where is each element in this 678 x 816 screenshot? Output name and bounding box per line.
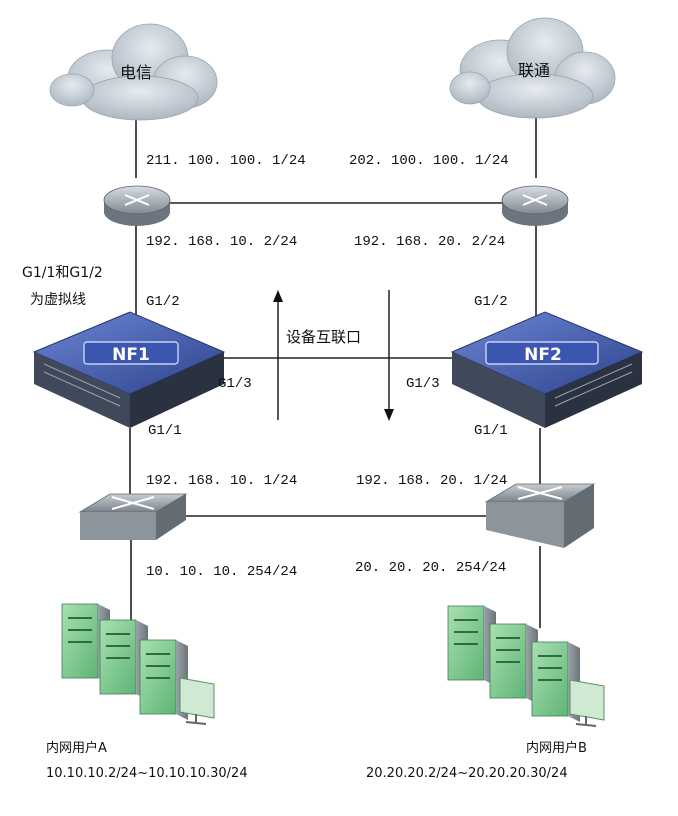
nf1-port-side: G1/3 [218,376,252,392]
traffic-arrows [273,290,394,421]
left-router-wan-ip: 211. 100. 100. 1/24 [146,153,306,169]
right-switch-up-ip: 192. 168. 20. 1/24 [356,473,507,489]
nf1-port-up: G1/2 [146,294,180,310]
down-arrow-icon [384,409,394,421]
firewall-nf1-name: NF1 [112,345,150,365]
server-icon [489,623,538,704]
right-router-wan-ip: 202. 100. 100. 1/24 [349,153,509,169]
server-icon [447,605,496,686]
connection-lines [129,118,541,628]
router-icon [501,185,569,226]
firewall-nf2: NF2 [450,311,644,428]
cloud-telecom: 电信 [49,23,218,121]
cloud-telecom-label: 电信 [120,63,152,82]
server-group-right [447,605,605,727]
firewall-nf2-name: NF2 [524,345,562,365]
firewall-icon [32,311,226,428]
left-switch-down-ip: 10. 10. 10. 254/24 [146,564,297,580]
right-switch-down-ip: 20. 20. 20. 254/24 [355,560,506,576]
up-arrow-icon [273,290,283,302]
firewall-icon [450,311,644,428]
user-b-range: 20.20.20.2/24~20.20.20.30/24 [366,766,568,781]
nf2-port-up: G1/2 [474,294,508,310]
server-group-left [61,603,215,725]
switch-icon [484,483,596,548]
user-a-label: 内网用户A [46,740,107,756]
cloud-icon [449,17,616,119]
user-a-range: 10.10.10.2/24~10.10.10.30/24 [46,766,248,781]
right-router-lan-ip: 192. 168. 20. 2/24 [354,234,505,250]
left-router-lan-ip: 192. 168. 10. 2/24 [146,234,297,250]
firewall-nf1: NF1 [32,311,226,428]
router-icon [103,185,171,226]
virtual-wire-note-line1: G1/1和G1/2 [22,265,103,281]
switch-icon [78,493,188,540]
nf2-port-side: G1/3 [406,376,440,392]
switch-right [484,483,596,548]
user-b-label: 内网用户B [526,740,587,756]
router-right [501,185,569,226]
cloud-icon [49,23,218,121]
switch-left [78,493,188,540]
port-labels: G1/2 G1/3 G1/1 G1/2 G1/3 G1/1 [146,294,508,439]
left-switch-up-ip: 192. 168. 10. 1/24 [146,473,297,489]
ip-labels: 211. 100. 100. 1/24 202. 100. 100. 1/24 … [146,153,509,580]
cloud-unicom: 联通 [449,17,616,119]
user-labels: 内网用户A 10.10.10.2/24~10.10.10.30/24 内网用户B… [46,740,587,781]
nf1-port-down: G1/1 [148,423,182,439]
virtual-wire-note-line2: 为虚拟线 [30,292,86,308]
nf2-port-down: G1/1 [474,423,508,439]
virtual-wire-note: G1/1和G1/2 为虚拟线 [22,265,103,308]
interconnect-label: 设备互联口 [286,328,361,346]
cloud-unicom-label: 联通 [518,61,550,80]
monitor-icon [179,677,215,725]
router-left [103,185,171,226]
monitor-icon [569,679,605,727]
